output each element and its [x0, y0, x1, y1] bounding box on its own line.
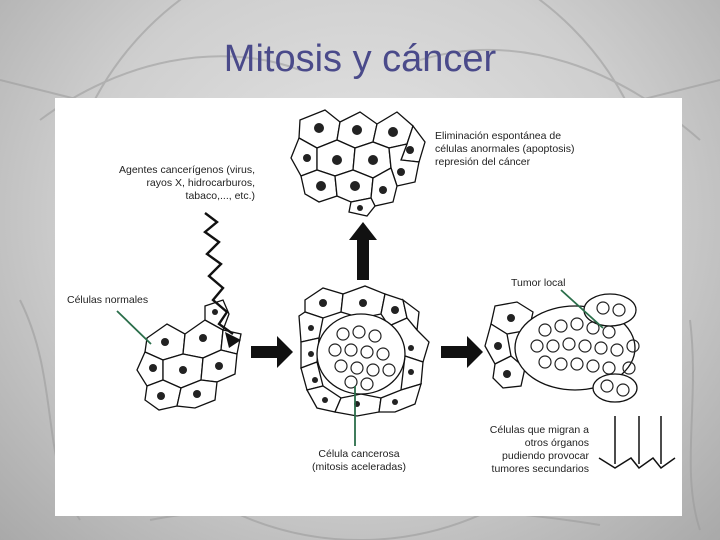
label-cancer-cell: Célula cancerosa (mitosis aceleradas) [312, 448, 406, 473]
label-apoptosis: Eliminación espontánea de células anorma… [435, 130, 575, 168]
label-local-tumor: Tumor local [511, 277, 566, 289]
label-migrating-cells: Células que migran a otros órganos pudie… [489, 424, 589, 475]
label-normal-cells: Células normales [67, 294, 149, 306]
diagram-panel: Eliminación espontánea de células anorma… [55, 98, 682, 516]
slide-title: Mitosis y cáncer [223, 38, 497, 80]
tumor-cell-circles [328, 301, 640, 397]
arrow-normal-to-cancer [251, 336, 293, 368]
pointer-lines [116, 289, 604, 446]
arrow-up-to-apoptosis [349, 222, 377, 280]
apoptotic-cell-cluster [290, 109, 426, 217]
label-carcinogenic-agents: Agentes cancerígenos (virus, rayos X, hi… [119, 164, 255, 202]
local-tumor-cluster [484, 293, 638, 403]
carcinogen-wavy-arrow [203, 212, 241, 348]
diagram-canvas [116, 109, 676, 470]
migrating-cell-arrows [598, 416, 676, 470]
arrow-cancer-to-tumor [441, 336, 483, 368]
